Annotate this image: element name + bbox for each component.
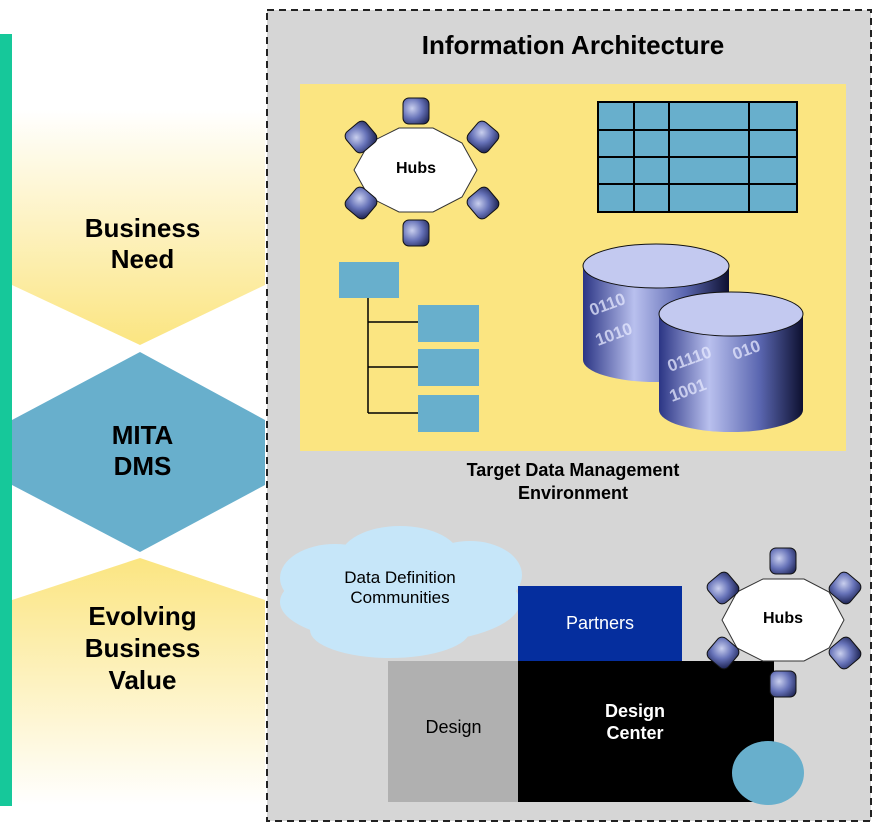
hubs-bottom-label: Hubs — [763, 610, 803, 627]
evolving-business-value-label: Evolving Business Value — [84, 601, 201, 695]
business-need-label: Business Need — [84, 213, 201, 274]
business-need-shape — [12, 110, 265, 345]
circle-node — [732, 741, 804, 805]
information-architecture-title: Information Architecture — [421, 30, 725, 60]
left-accent-bar — [0, 34, 12, 806]
database-cylinders-icon: 0110 1010 01110 1001 010 — [582, 243, 804, 432]
hubs-bottom-graphic — [706, 547, 862, 698]
target-environment-caption: Target Data Management Environment — [466, 460, 680, 503]
hubs-top-graphic — [344, 97, 500, 247]
design-box — [388, 661, 519, 802]
evolving-value-shape — [12, 558, 265, 805]
hierarchy-icon — [339, 262, 479, 432]
design-label: Design — [425, 717, 482, 737]
partners-box — [518, 586, 682, 661]
table-grid-icon — [597, 101, 798, 213]
data-definition-communities-label: Data Definition Communities — [344, 568, 456, 607]
hubs-top-label: Hubs — [396, 160, 436, 177]
cloud-shape — [280, 526, 522, 658]
mita-dms-label: MITA DMS — [111, 420, 174, 481]
mita-dms-diamond — [12, 352, 265, 552]
design-center-box — [518, 661, 774, 802]
design-center-label: Design Center — [604, 701, 665, 743]
partners-label: Partners — [565, 613, 635, 633]
